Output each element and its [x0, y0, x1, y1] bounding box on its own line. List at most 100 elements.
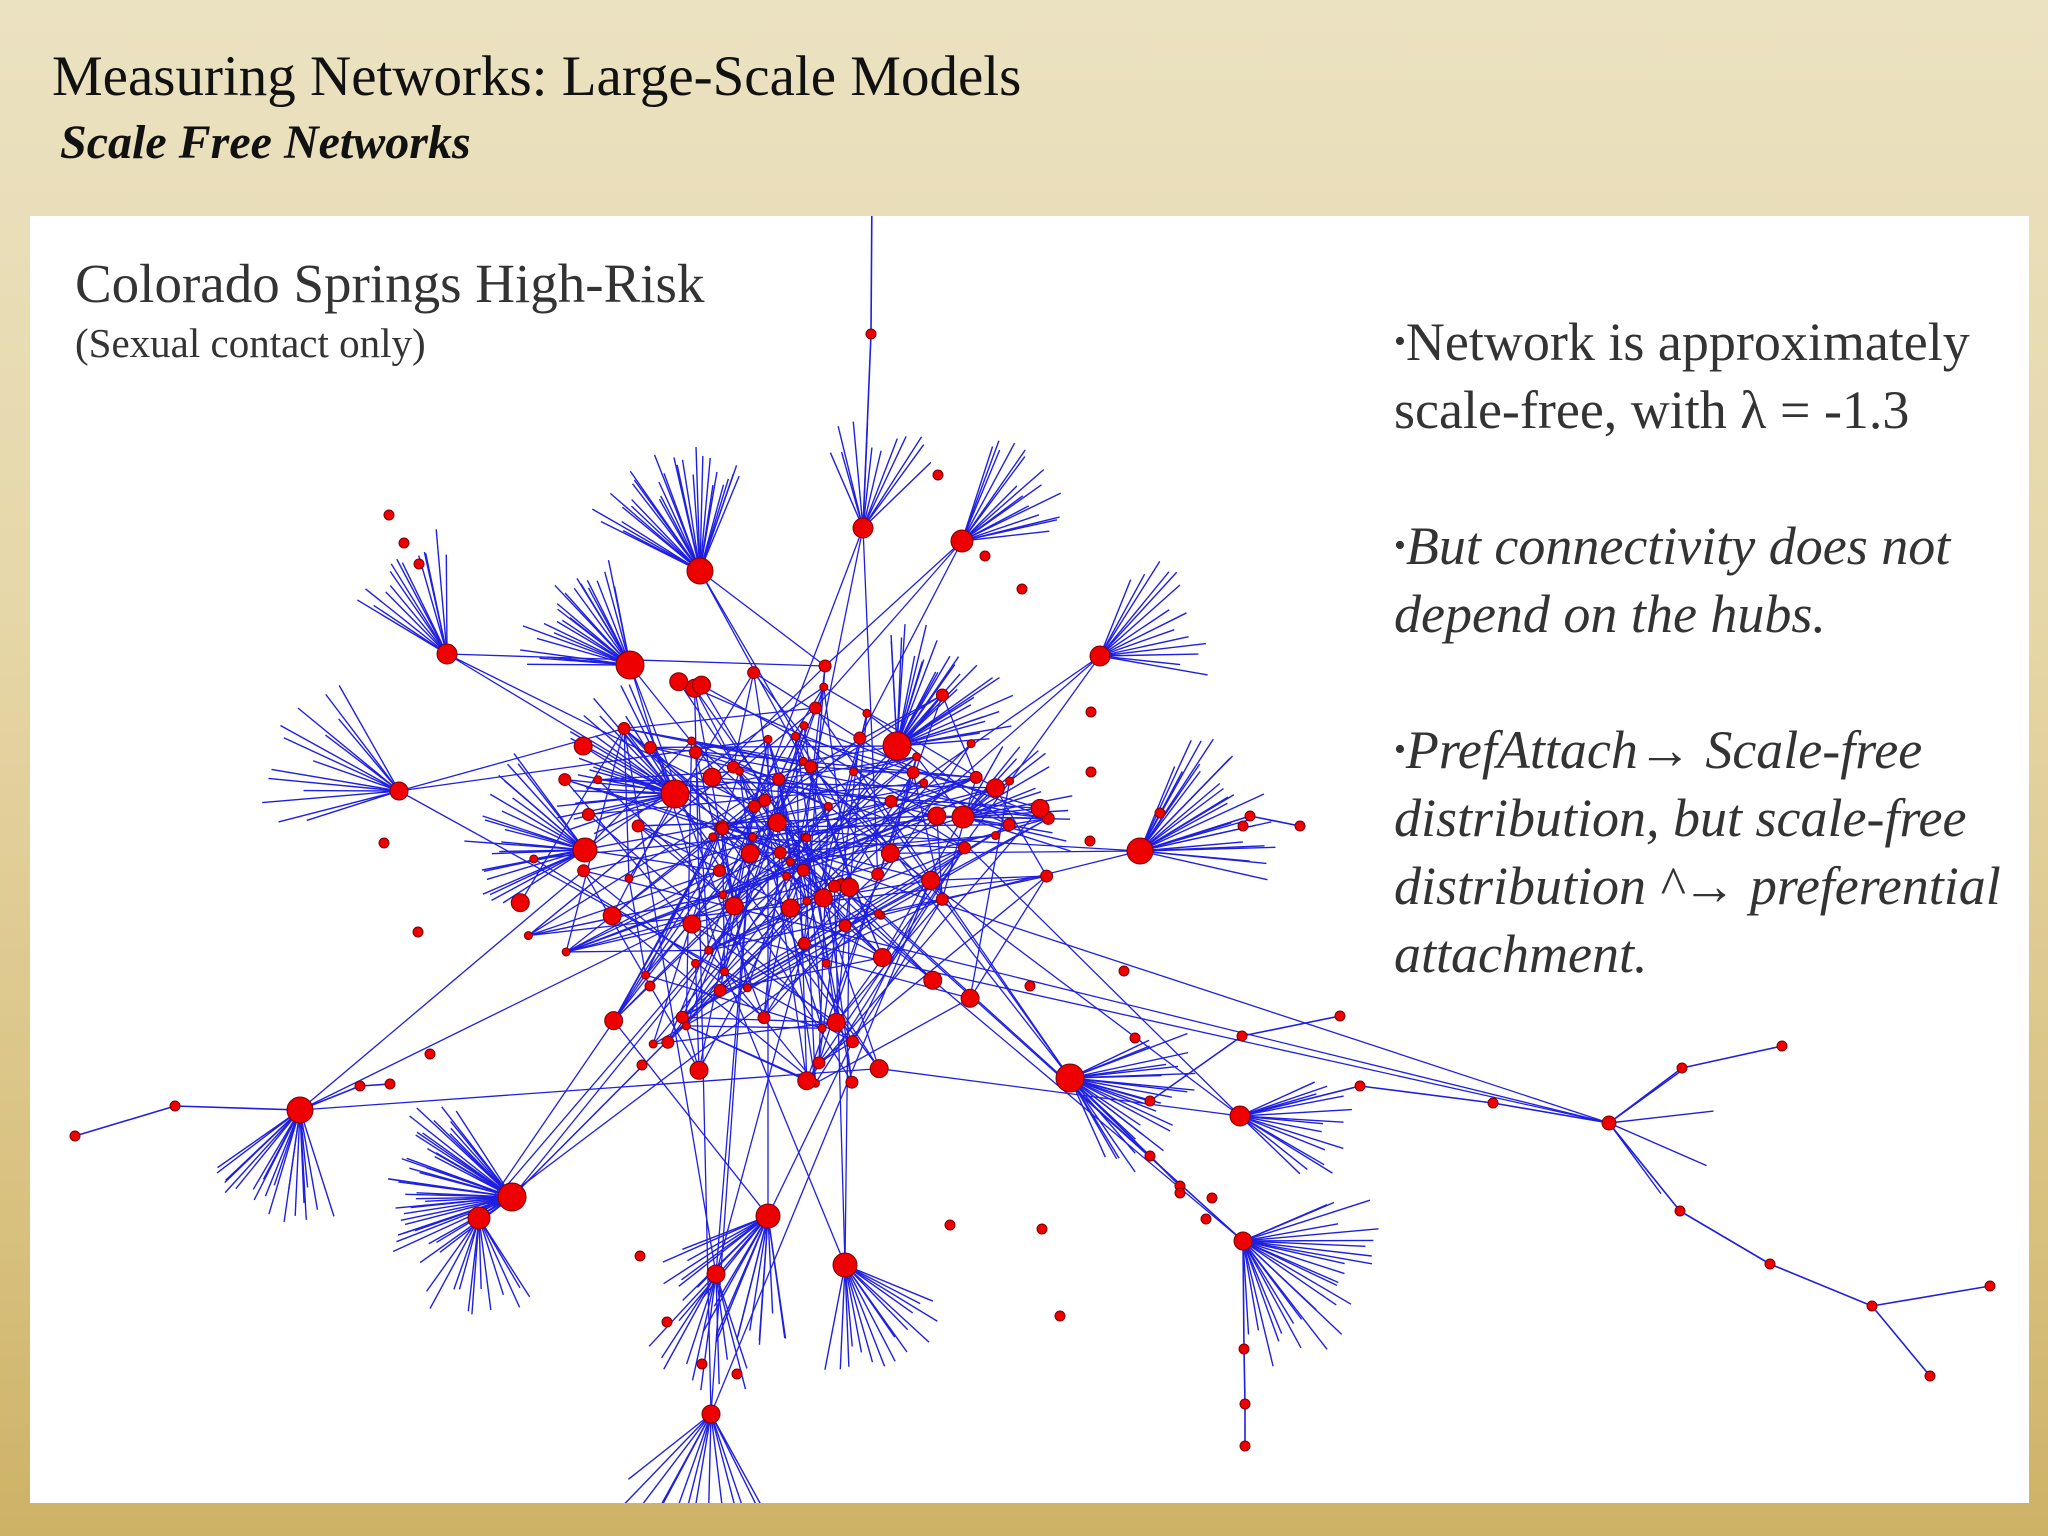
- network-node: [644, 980, 656, 992]
- network-edge: [721, 828, 726, 972]
- network-edge: [557, 793, 676, 819]
- network-edge: [1239, 1115, 1301, 1175]
- network-edge: [818, 806, 830, 1063]
- network-edge: [1242, 1240, 1345, 1265]
- network-edge: [268, 777, 400, 792]
- network-edge: [1871, 1285, 1991, 1307]
- network-node: [869, 1059, 889, 1079]
- network-edge: [587, 813, 854, 1043]
- network-edge: [1149, 1035, 1243, 1102]
- network-node: [785, 857, 795, 867]
- network-edge: [1242, 1240, 1345, 1275]
- network-node: [1229, 1105, 1251, 1127]
- network-node: [780, 898, 800, 918]
- network-edge: [916, 756, 964, 818]
- network-edge: [862, 444, 925, 529]
- network-edge: [833, 886, 846, 1266]
- figure-title: Colorado Springs High-Risk: [75, 253, 705, 314]
- network-node: [1924, 1370, 1936, 1382]
- network-node: [691, 958, 701, 968]
- network-node: [681, 1021, 691, 1031]
- network-edge: [478, 1217, 521, 1308]
- network-node: [661, 1316, 673, 1328]
- network-edge: [652, 817, 1049, 1045]
- network-edge: [896, 673, 961, 747]
- network-node: [1084, 835, 1096, 847]
- network-node: [412, 926, 424, 938]
- network-edge: [224, 1109, 301, 1194]
- network-edge: [566, 949, 709, 953]
- network-edge: [1099, 609, 1170, 657]
- network-edge: [715, 853, 751, 1275]
- network-edge: [763, 527, 864, 1018]
- network-edge: [1242, 1240, 1274, 1367]
- network-node: [704, 945, 714, 955]
- network-node: [923, 970, 943, 990]
- network-edge: [1099, 579, 1132, 657]
- network-edge: [517, 763, 586, 851]
- network-node: [1030, 798, 1050, 818]
- network-node: [724, 896, 744, 916]
- network-edge: [896, 720, 986, 747]
- network-edge: [1249, 815, 1301, 827]
- network-edge: [1139, 794, 1235, 852]
- network-edge: [478, 1217, 505, 1295]
- bullet-icon: •: [1394, 527, 1406, 564]
- network-node: [1144, 1150, 1156, 1162]
- network-edge: [596, 580, 631, 666]
- network-edge: [1099, 636, 1189, 657]
- network-edge: [853, 771, 1071, 1079]
- network-edge: [715, 1273, 748, 1369]
- network-edge: [961, 468, 1045, 542]
- network-node: [1601, 1115, 1617, 1131]
- network-edge: [1069, 1032, 1188, 1079]
- network-node: [799, 721, 809, 731]
- network-node: [812, 1056, 826, 1070]
- network-node: [383, 509, 395, 521]
- network-edge: [961, 485, 1018, 542]
- network-edge: [687, 1215, 769, 1262]
- network-edge: [467, 1217, 480, 1312]
- network-edge: [1069, 1039, 1150, 1079]
- network-edge: [699, 465, 738, 572]
- network-edge: [482, 815, 586, 851]
- network-edge: [435, 529, 448, 655]
- network-edge: [710, 1413, 723, 1503]
- network-node: [669, 672, 689, 692]
- network-edge: [422, 1132, 513, 1198]
- network-edge: [699, 455, 704, 572]
- network-graph: [69, 216, 1996, 1503]
- note-text: But connectivity does not depend on the …: [1394, 516, 1951, 644]
- network-edge: [1679, 1210, 1771, 1265]
- network-node: [689, 1060, 709, 1080]
- network-edge: [879, 1068, 1241, 1117]
- network-edge: [695, 751, 1049, 820]
- network-node: [529, 854, 539, 864]
- network-edge: [1139, 850, 1267, 865]
- network-edge: [1139, 740, 1202, 852]
- network-edge: [506, 763, 586, 851]
- network-edge: [1139, 739, 1192, 852]
- bullet-icon: •: [1394, 731, 1406, 768]
- network-edge: [896, 696, 975, 747]
- network-edge: [818, 756, 918, 1064]
- network-edge: [499, 849, 586, 853]
- network-edge: [708, 1413, 712, 1503]
- slide-subtitle: Scale Free Networks: [60, 116, 471, 169]
- network-edge: [1608, 1122, 1707, 1167]
- network-node: [1024, 980, 1036, 992]
- network-node: [581, 807, 595, 821]
- network-edge: [1069, 1077, 1151, 1157]
- network-node: [719, 967, 729, 977]
- network-edge: [621, 520, 701, 572]
- network-edge: [962, 791, 1042, 818]
- network-node: [845, 1075, 859, 1089]
- network-edge: [723, 971, 846, 1266]
- network-edge: [528, 894, 724, 937]
- network-edge: [225, 1109, 301, 1181]
- network-node: [708, 832, 718, 842]
- network-edge: [837, 426, 864, 529]
- network-node: [782, 871, 792, 881]
- network-node: [884, 794, 898, 808]
- network-edge: [936, 815, 1241, 1117]
